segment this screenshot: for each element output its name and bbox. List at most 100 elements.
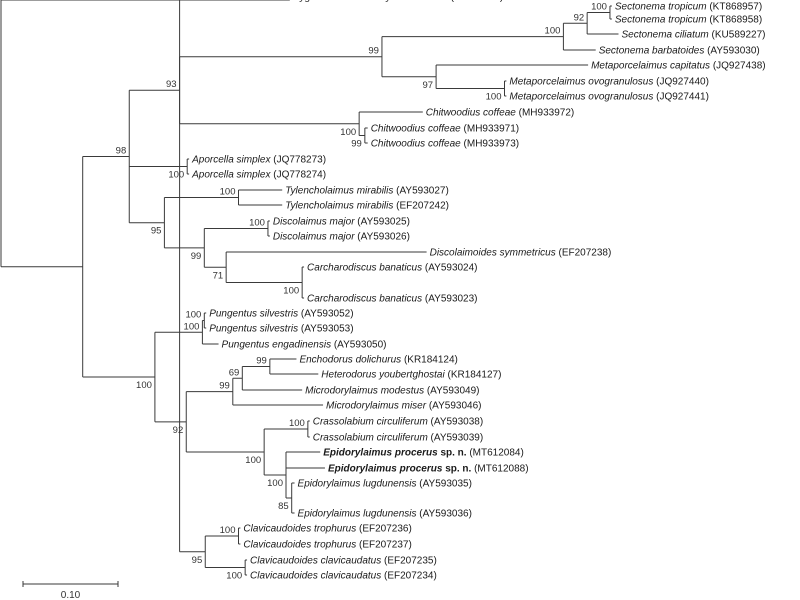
bootstrap-value: 100	[220, 187, 236, 198]
taxon-label: Crassolabium circuliferum (AY593038)	[313, 417, 483, 428]
scale-bar: 0.10	[22, 581, 119, 600]
species-name: Chitwoodius coffeae	[426, 108, 516, 119]
species-name: Sectonema tropicum	[615, 2, 707, 13]
accession-number: (AY593023)	[422, 294, 477, 305]
species-name: Tylencholaimus mirabilis	[285, 201, 393, 212]
taxon-label: Pungentus silvestris (AY593053)	[209, 324, 353, 335]
branches	[0, 0, 619, 576]
accession-number: (JQ927438)	[710, 61, 766, 72]
accession-number: (AY593052)	[298, 309, 353, 320]
accession-number: (EF207242)	[393, 201, 449, 212]
species-name: Pungentus silvestris	[209, 309, 298, 320]
accession-number: (AY593030)	[704, 46, 759, 57]
accession-number: (AY593038)	[428, 417, 483, 428]
taxon-label: Heterodorus youbertghostai (KR184127)	[321, 370, 501, 381]
species-name: Pungentus engadinensis	[222, 340, 332, 351]
taxon-label: Tylencholaimus mirabilis (AY593027)	[285, 186, 449, 197]
taxon-label: Pungentus engadinensis (AY593050)	[222, 340, 387, 351]
accession-number: (AY593027)	[393, 186, 448, 197]
species-name: Tylencholaimus mirabilis	[285, 186, 393, 197]
accession-number: (JQ778274)	[270, 170, 326, 181]
taxon-label: Epidorylaimus lugdunensis (AY593035)	[298, 479, 472, 490]
bootstrap-value: 100	[486, 92, 502, 103]
accession-number: (KT868957)	[707, 2, 763, 13]
bootstrap-value: 92	[173, 425, 184, 436]
taxon-label: Microdorylaimus miser (AY593046)	[326, 401, 481, 412]
taxon-label: Sectonema tropicum (KT868958)	[615, 15, 762, 26]
bootstrap-value: 99	[351, 139, 362, 150]
bootstrap-value: 100	[184, 321, 200, 332]
taxon-label: Clavicaudoides trophurus (EF207236)	[243, 524, 411, 535]
accession-number: (MH933971)	[461, 124, 519, 135]
taxon-label: Sectonema barbatoides (AY593030)	[599, 46, 760, 57]
species-name: Heterodorus youbertghostai	[321, 370, 445, 381]
species-name: Clavicaudoides trophurus	[243, 524, 356, 535]
species-name: Epidorylaimus procerus	[328, 464, 443, 475]
accession-number: (KU589227)	[709, 30, 766, 41]
bootstrap-value: 100	[245, 455, 261, 466]
scale-bar-label: 0.10	[61, 590, 81, 600]
taxon-label: Discolaimus major (AY593025)	[273, 217, 410, 228]
accession-number: (EF207237)	[356, 540, 412, 551]
bootstrap-value: 100	[226, 571, 242, 582]
accession-number: (KT868958)	[707, 15, 763, 26]
accession-number: (JQ778273)	[270, 155, 326, 166]
species-name: Discolaimus major	[273, 217, 355, 228]
taxon-label: Aporcella simplex (JQ778273)	[191, 155, 326, 166]
taxon-label: Enchodorus dolichurus (KR184124)	[299, 355, 457, 366]
bootstrap-value: 95	[151, 226, 162, 237]
taxon-label: Carcharodiscus banaticus (AY593023)	[307, 294, 477, 305]
new-species-suffix: sp. n.	[438, 448, 467, 459]
species-name: Sectonema ciliatum	[622, 30, 709, 41]
taxon-label: Epidorylaimus procerus sp. n. (MT612088)	[328, 464, 529, 475]
bootstrap-value: 71	[213, 270, 224, 281]
bootstrap-value: 100	[168, 170, 184, 181]
taxon-label: Crassolabium circuliferum (AY593039)	[313, 433, 483, 444]
accession-number: (JQ927440)	[653, 77, 709, 88]
taxon-label: Metaporcelaimus ovogranulosus (JQ927441)	[509, 92, 709, 103]
taxon-label: Nygolaimus cf. brachyuris JH-2004 (AY593…	[293, 0, 503, 3]
bootstrap-value: 97	[423, 80, 434, 91]
taxon-label: Epidorylaimus lugdunensis (AY593036)	[298, 509, 472, 520]
species-name: Crassolabium circuliferum	[313, 417, 428, 428]
taxon-label: Clavicaudoides clavicaudatus (EF207234)	[250, 571, 437, 582]
bootstrap-value: 99	[219, 381, 230, 392]
accession-number: (AY593039)	[428, 433, 483, 444]
taxon-label: Chitwoodius coffeae (MH933973)	[371, 139, 519, 150]
species-name: Discolaimus major	[273, 232, 355, 243]
species-name: Chitwoodius coffeae	[371, 124, 461, 135]
taxon-label: Clavicaudoides clavicaudatus (EF207235)	[250, 556, 437, 567]
accession-number: (AY593061)	[448, 0, 503, 3]
accession-number: (AY593026)	[355, 232, 410, 243]
species-name: Nygolaimus cf. brachyuris	[293, 0, 407, 3]
species-name: Sectonema tropicum	[615, 15, 707, 26]
accession-number: (AY593049)	[424, 386, 479, 397]
bootstrap-value: 100	[340, 127, 356, 138]
species-name: Sectonema barbatoides	[599, 46, 705, 57]
bootstrap-value: 99	[191, 251, 202, 262]
species-name: Metaporcelaimus capitatus	[591, 61, 710, 72]
accession-number: (AY593036)	[417, 509, 472, 520]
taxon-label: Metaporcelaimus ovogranulosus (JQ927440)	[509, 77, 709, 88]
species-name: Carcharodiscus banaticus	[307, 263, 422, 274]
accession-number: (AY593050)	[331, 340, 386, 351]
bootstrap-value: 100	[289, 418, 305, 429]
bootstrap-value: 99	[256, 356, 267, 367]
taxon-label: Sectonema ciliatum (KU589227)	[622, 30, 766, 41]
taxon-label: Sectonema tropicum (KT868957)	[615, 2, 762, 13]
bootstrap-value: 93	[166, 79, 177, 90]
bootstrap-value: 100	[283, 286, 299, 297]
species-name: Metaporcelaimus ovogranulosus	[509, 92, 653, 103]
tip-labels: Sectonema tropicum (KT868957)Sectonema t…	[191, 0, 766, 582]
species-name: Microdorylaimus modestus	[305, 386, 424, 397]
taxon-label: Carcharodiscus banaticus (AY593024)	[307, 263, 477, 274]
bootstrap-value: 100	[249, 218, 265, 229]
species-name: Chitwoodius coffeae	[371, 139, 461, 150]
species-name: Crassolabium circuliferum	[313, 433, 428, 444]
species-name: Clavicaudoides clavicaudatus	[250, 571, 381, 582]
bootstrap-value: 85	[278, 501, 289, 512]
taxon-label: Epidorylaimus procerus sp. n. (MT612084)	[323, 448, 524, 459]
bootstrap-value: 100	[591, 2, 607, 13]
species-name: Epidorylaimus lugdunensis	[298, 479, 417, 490]
